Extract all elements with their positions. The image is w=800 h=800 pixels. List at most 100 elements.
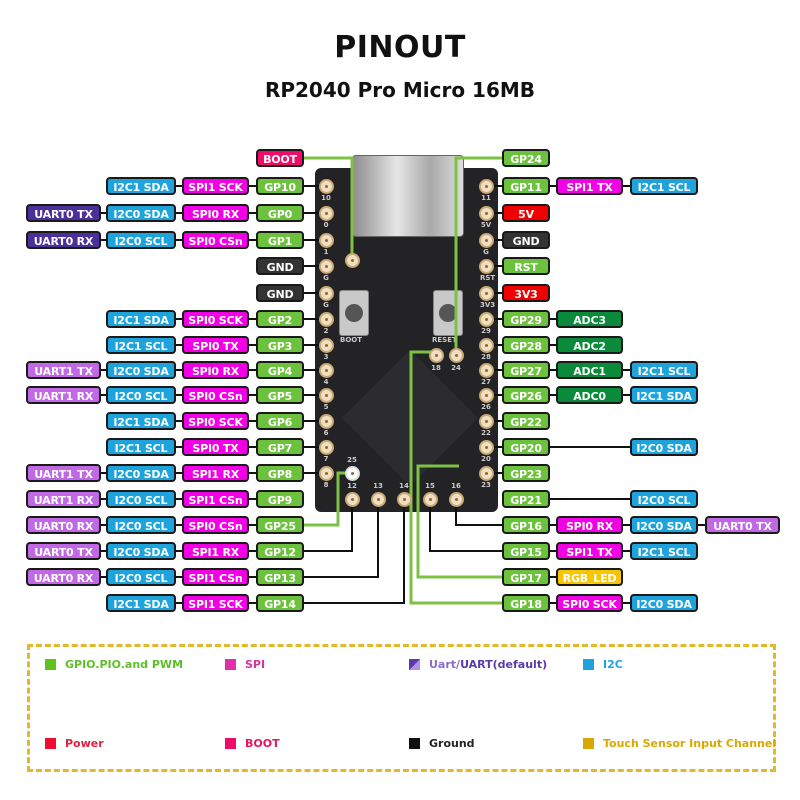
i2c-label: I2C0 SCL [630, 490, 698, 508]
legend-item-pwr: Power [45, 737, 104, 750]
legend-item-spi: SPI [225, 658, 265, 671]
spi-label: SPI0 SCK [182, 412, 249, 430]
pin-label-gp9: GP9 [256, 490, 304, 508]
pin-label-gp10: GP10 [256, 177, 304, 195]
uart-label: UART0 TX [26, 204, 101, 222]
spi-label: SPI1 RX [182, 542, 249, 560]
pad-silk: 6 [323, 429, 329, 437]
led-label: RGB_LED [556, 568, 623, 586]
pad-silk: 14 [399, 482, 409, 490]
pad-silk: G [323, 274, 329, 282]
pad-silk: 1 [323, 248, 329, 256]
uart-label: UART0 RX [26, 568, 101, 586]
pad-silk: 10 [321, 194, 331, 202]
pad-silk: 15 [425, 482, 435, 490]
legend [27, 644, 776, 772]
pad-right [479, 259, 494, 274]
spi-label: SPI0 TX [182, 438, 249, 456]
pad-silk: 22 [481, 429, 491, 437]
spi-label: SPI0 RX [182, 204, 249, 222]
uart-label: UART0 TX [705, 516, 780, 534]
pin-label-gp25: GP25 [256, 516, 304, 534]
pad-bottom [371, 492, 386, 507]
pad-bottom [449, 492, 464, 507]
legend-item-i2c: I2C [583, 658, 623, 671]
spi-label: SPI0 CSn [182, 516, 249, 534]
pin-label-gp27: GP27 [502, 361, 550, 379]
pin-label-gp4: GP4 [256, 361, 304, 379]
i2c-label: I2C0 SCL [106, 568, 176, 586]
legend-label: GPIO.PIO.and PWM [65, 658, 184, 671]
pad-silk: 28 [481, 353, 491, 361]
pad-silk: 7 [323, 455, 329, 463]
reset-button[interactable] [433, 290, 463, 336]
pad-bottom [423, 492, 438, 507]
pin-label-gnd: GND [256, 257, 304, 275]
pad-24 [449, 348, 464, 363]
pin-label-gp8: GP8 [256, 464, 304, 482]
pin-label-gp7: GP7 [256, 438, 304, 456]
i2c-label: I2C0 SCL [106, 386, 176, 404]
pad-silk: 4 [323, 378, 329, 386]
usb-c-connector [352, 155, 464, 237]
gp12-wire [304, 499, 353, 552]
pad-boot [345, 253, 360, 268]
reset-silk: RESET [432, 336, 457, 344]
pin-label-gp18: GP18 [502, 594, 550, 612]
gp14-wire [304, 499, 405, 604]
uart-label: UART1 TX [26, 361, 101, 379]
pin-label-gp11: GP11 [502, 177, 550, 195]
pad-right [479, 363, 494, 378]
pad-25 [345, 466, 360, 481]
pad-silk: G [483, 248, 489, 256]
legend-label: Uart/ [429, 658, 461, 671]
pin-label-gp2: GP2 [256, 310, 304, 328]
pad-silk: 25 [347, 456, 357, 464]
pin-label-gp5: GP5 [256, 386, 304, 404]
pad-silk: 0 [323, 221, 329, 229]
i2c-label: I2C0 SCL [106, 490, 176, 508]
spi-label: SPI1 SCK [182, 177, 249, 195]
i2c-label: I2C0 SDA [106, 542, 176, 560]
i2c-label: I2C1 SCL [106, 438, 176, 456]
pad-bottom [345, 492, 360, 507]
pad-right [479, 414, 494, 429]
pad-right [479, 388, 494, 403]
gp18-wire [409, 350, 502, 605]
pad-silk: 13 [373, 482, 383, 490]
legend-swatch [225, 659, 236, 670]
pin-label-gp6: GP6 [256, 412, 304, 430]
pin-label-gp28: GP28 [502, 336, 550, 354]
pin-label-gp13: GP13 [256, 568, 304, 586]
pad-18 [429, 348, 444, 363]
boot-button[interactable] [339, 290, 369, 336]
uart-label: UART0 TX [26, 542, 101, 560]
adc-label: ADC0 [556, 386, 623, 404]
spi-label: SPI0 SCK [556, 594, 623, 612]
pad-silk: 23 [481, 481, 491, 489]
pad-silk: 5 [323, 403, 329, 411]
pad-right [479, 466, 494, 481]
boot-wire [304, 156, 354, 260]
pin-label-gp21: GP21 [502, 490, 550, 508]
adc-label: ADC1 [556, 361, 623, 379]
page-title: PINOUT [334, 30, 466, 65]
gp13-wire [304, 499, 379, 578]
pad-left [319, 206, 334, 221]
pin-label-gp16: GP16 [502, 516, 550, 534]
adc-label: ADC2 [556, 336, 623, 354]
pin-label-gp23: GP23 [502, 464, 550, 482]
uart-label: UART0 RX [26, 516, 101, 534]
spi-label: SPI1 SCK [182, 594, 249, 612]
legend-label: BOOT [245, 737, 280, 750]
spi-label: SPI0 SCK [182, 310, 249, 328]
legend-label: SPI [245, 658, 266, 671]
i2c-label: I2C0 SDA [106, 464, 176, 482]
spi-label: SPI1 CSn [182, 568, 249, 586]
pin-label-rst: RST [502, 257, 550, 275]
pin-label-gp0: GP0 [256, 204, 304, 222]
pin-label-3v3: 3V3 [502, 284, 550, 302]
pad-silk: G [323, 301, 329, 309]
pin-label-gp12: GP12 [256, 542, 304, 560]
pad-right [479, 286, 494, 301]
